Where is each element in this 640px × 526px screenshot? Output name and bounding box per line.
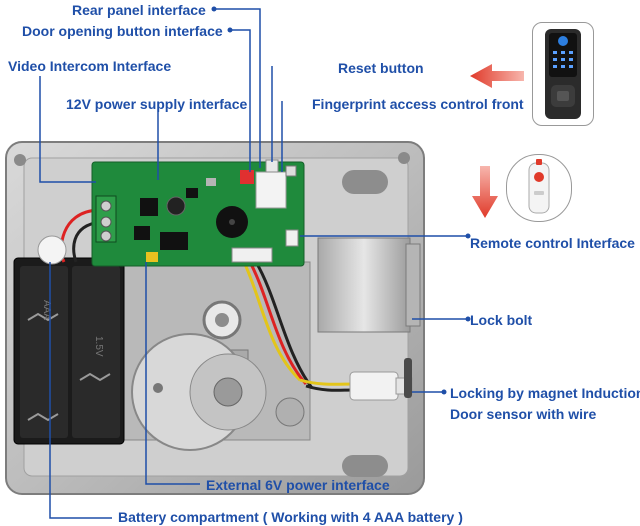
fingerprint-label: Fingerprint access control front xyxy=(312,96,524,112)
arrow-left-icon xyxy=(470,64,524,88)
door-button-label: Door opening button interface xyxy=(22,23,223,39)
leader-lines xyxy=(39,8,468,519)
reset-button-label: Reset button xyxy=(338,60,424,76)
motor xyxy=(131,333,305,451)
battery-compartment: 1.5V AAA xyxy=(13,257,125,445)
lock-bolt-label: Lock bolt xyxy=(470,312,533,328)
power-12v-label: 12V power supply interface xyxy=(66,96,248,112)
keypad-lock-icon xyxy=(545,29,581,119)
leader-dots xyxy=(211,6,471,395)
magnet-induction-label: Locking by magnet Induction xyxy=(450,385,640,401)
mount-slot-top xyxy=(342,170,388,194)
remote-control-label: Remote control Interface xyxy=(470,235,635,251)
external-6v-label: External 6V power interface xyxy=(206,477,390,493)
circuit-board xyxy=(91,159,305,267)
rear-panel-label: Rear panel interface xyxy=(72,2,206,18)
magnet-sensor xyxy=(404,358,412,398)
external-6v-connector xyxy=(231,247,273,263)
door-sensor-label: Door sensor with wire xyxy=(450,406,597,422)
battery-size-print: AAA xyxy=(41,300,52,320)
door-button-connector xyxy=(240,170,254,184)
battery-voltage-print: 1.5V xyxy=(93,336,104,357)
lock-bolt xyxy=(317,237,421,333)
door-sensor-connector xyxy=(349,371,399,401)
remote-connector xyxy=(285,229,299,247)
fingerprint-connector xyxy=(255,171,287,209)
arrow-down-icon xyxy=(472,166,498,218)
battery-label: Battery compartment ( Working with 4 AAA… xyxy=(118,509,463,525)
remote-inset xyxy=(506,154,572,222)
battery-connector xyxy=(146,252,158,262)
video-intercom-label: Video Intercom Interface xyxy=(8,58,172,74)
reset-button-component xyxy=(285,165,297,177)
remote-fob-icon xyxy=(528,159,550,214)
mount-slot-bottom xyxy=(342,455,388,477)
keypad-inset xyxy=(532,22,594,126)
